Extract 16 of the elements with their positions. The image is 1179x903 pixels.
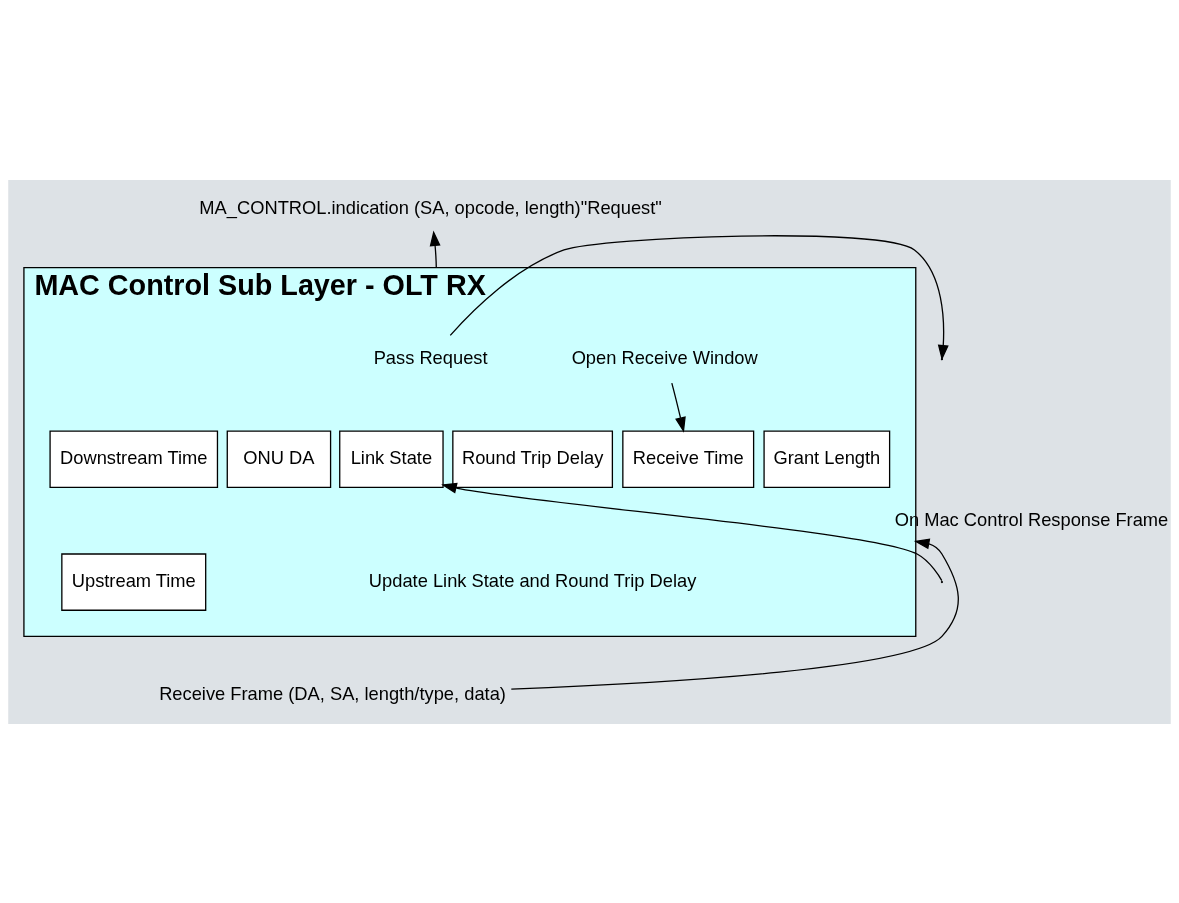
node-text: Receive Frame (DA, SA, length/type, data)	[159, 682, 506, 704]
node-box: Grant Length	[763, 429, 891, 488]
node-text: Update Link State and Round Trip Delay	[368, 569, 697, 591]
arrow	[510, 537, 959, 690]
arrow	[671, 381, 686, 433]
node-box: Round Trip Delay	[452, 429, 614, 488]
node-box: Upstream Time	[61, 552, 207, 611]
node-text: MA_CONTROL.indication (SA, opcode, length)"Request"	[199, 196, 662, 218]
node-box: Receive Time	[622, 429, 755, 488]
node-box: ONU DA	[226, 429, 332, 488]
arrow	[441, 482, 943, 581]
arrow	[429, 229, 441, 268]
node-text: Pass Request	[373, 346, 488, 368]
node-box: Downstream Time	[49, 429, 219, 488]
node-text: Open Receive Window	[571, 346, 758, 368]
node-box: Link State	[339, 429, 444, 488]
